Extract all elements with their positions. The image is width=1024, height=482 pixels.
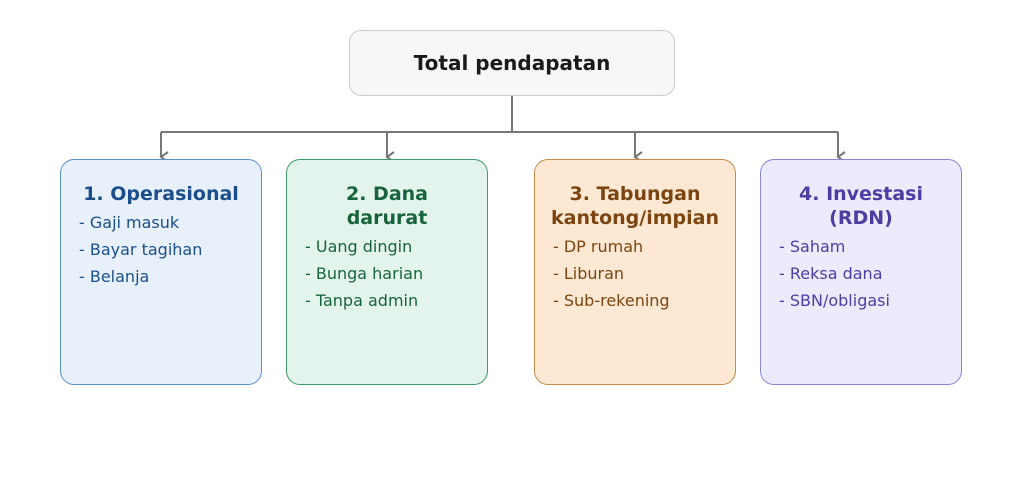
category-title: 3. Tabungan kantong/impian <box>535 182 735 230</box>
list-item: - Gaji masuk <box>79 213 180 232</box>
list-item: - Saham <box>779 237 846 256</box>
category-title-line: (RDN) <box>829 207 893 229</box>
root-title: Total pendapatan <box>413 51 611 75</box>
category-title-line: kantong/impian <box>551 207 719 229</box>
category-card-dana-darurat: 2. Dana darurat - Uang dingin - Bunga ha… <box>286 159 488 385</box>
list-item: - Uang dingin <box>305 237 413 256</box>
category-item-list: - Uang dingin - Bunga harian - Tanpa adm… <box>287 233 487 314</box>
category-card-operasional: 1. Operasional - Gaji masuk - Bayar tagi… <box>60 159 262 385</box>
category-title: 1. Operasional <box>61 182 261 206</box>
category-item-list: - Gaji masuk - Bayar tagihan - Belanja <box>61 209 261 290</box>
list-item: - Bayar tagihan <box>79 240 203 259</box>
category-title-line: 1. Operasional <box>83 183 239 205</box>
list-item: - Bunga harian <box>305 264 424 283</box>
list-item: - Sub-rekening <box>553 291 670 310</box>
category-card-tabungan: 3. Tabungan kantong/impian - DP rumah - … <box>534 159 736 385</box>
list-item: - SBN/obligasi <box>779 291 890 310</box>
root-node-total-pendapatan: Total pendapatan <box>349 30 675 96</box>
list-item: - Tanpa admin <box>305 291 419 310</box>
list-item: - Reksa dana <box>779 264 883 283</box>
category-item-list: - Saham - Reksa dana - SBN/obligasi <box>761 233 961 314</box>
category-title-line: 2. Dana <box>346 183 428 205</box>
category-item-list: - DP rumah - Liburan - Sub-rekening <box>535 233 735 314</box>
category-title-line: 3. Tabungan <box>569 183 701 205</box>
category-title: 2. Dana darurat <box>287 182 487 230</box>
list-item: - Belanja <box>79 267 150 286</box>
category-title: 4. Investasi (RDN) <box>761 182 961 230</box>
category-title-line: darurat <box>346 207 428 229</box>
category-title-line: 4. Investasi <box>799 183 923 205</box>
list-item: - DP rumah <box>553 237 644 256</box>
list-item: - Liburan <box>553 264 625 283</box>
category-card-investasi: 4. Investasi (RDN) - Saham - Reksa dana … <box>760 159 962 385</box>
